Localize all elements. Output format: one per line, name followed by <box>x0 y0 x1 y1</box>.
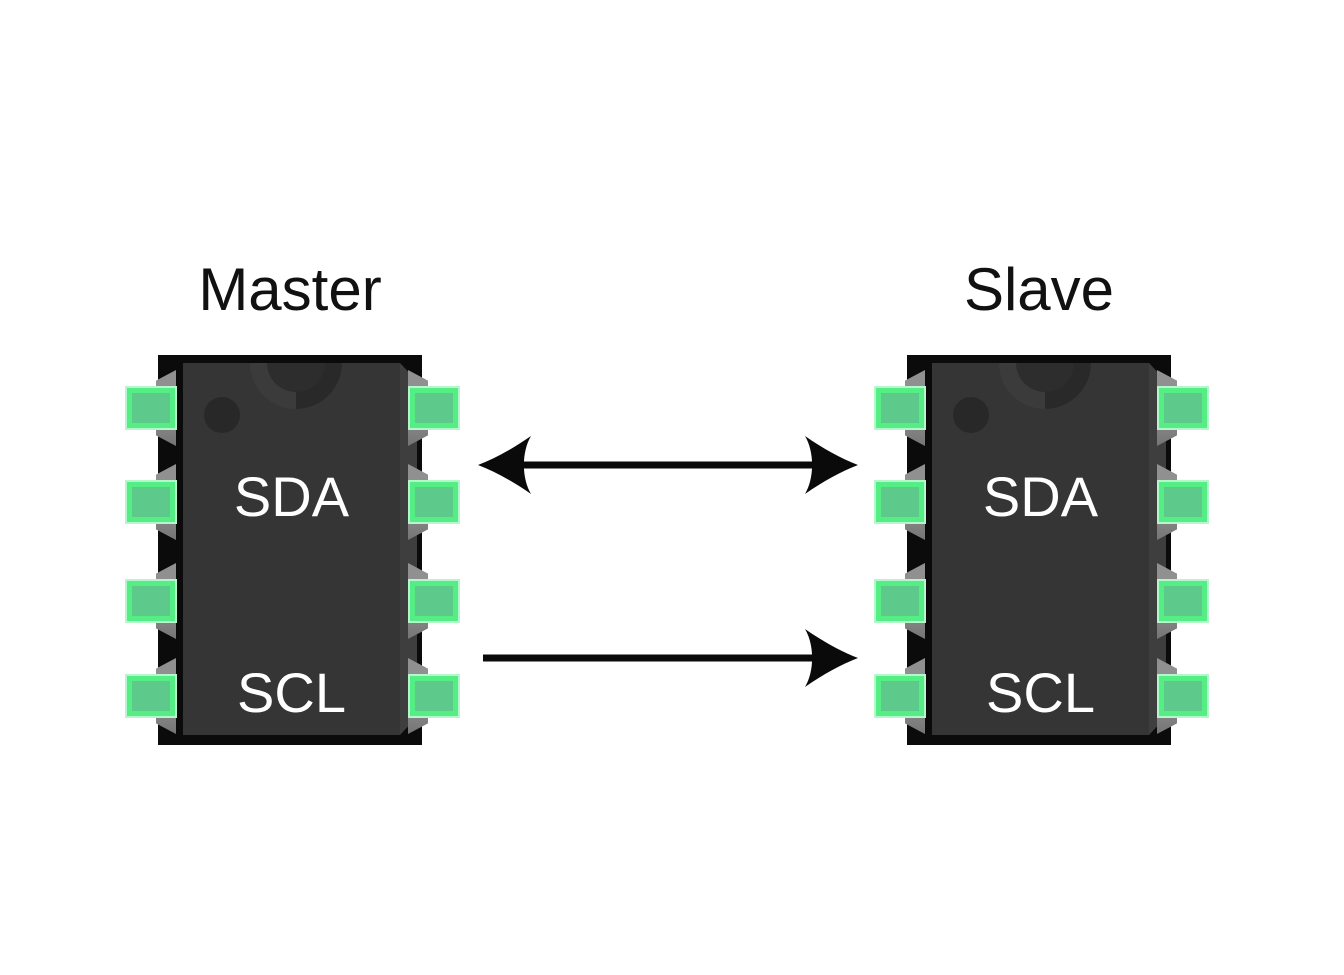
pin-pad <box>410 581 458 621</box>
sda-bidirectional-arrow-icon <box>478 436 858 494</box>
master-chip-title: Master <box>198 256 382 323</box>
chip-side-bevel <box>400 363 417 735</box>
pin-pad <box>127 388 175 428</box>
pin-pad <box>127 581 175 621</box>
pin-pad <box>1159 482 1207 522</box>
master-chip: SDA SCL <box>127 355 458 745</box>
pin-pad <box>410 676 458 716</box>
pin-pad <box>410 482 458 522</box>
pin-pad <box>1159 581 1207 621</box>
slave-sda-label: SDA <box>982 465 1099 528</box>
chip-notch-inner <box>1016 363 1074 392</box>
pin-pad <box>127 482 175 522</box>
pin-pad <box>1159 676 1207 716</box>
pin1-indicator-dot <box>204 397 240 433</box>
chip-notch-inner <box>267 363 325 392</box>
pin1-indicator-dot <box>953 397 989 433</box>
scl-right-arrow-icon <box>483 629 858 687</box>
slave-chip: SDA SCL <box>876 355 1207 745</box>
pin-pad <box>876 388 924 428</box>
pin-pad <box>127 676 175 716</box>
slave-chip-title: Slave <box>963 256 1115 323</box>
pin-pad <box>876 482 924 522</box>
chip-side-bevel <box>1149 363 1166 735</box>
pin-pad <box>410 388 458 428</box>
pin-pad <box>876 676 924 716</box>
master-sda-label: SDA <box>233 465 350 528</box>
pin-pad <box>1159 388 1207 428</box>
master-scl-label: SCL <box>237 661 346 724</box>
slave-scl-label: SCL <box>986 661 1095 724</box>
pin-pad <box>876 581 924 621</box>
